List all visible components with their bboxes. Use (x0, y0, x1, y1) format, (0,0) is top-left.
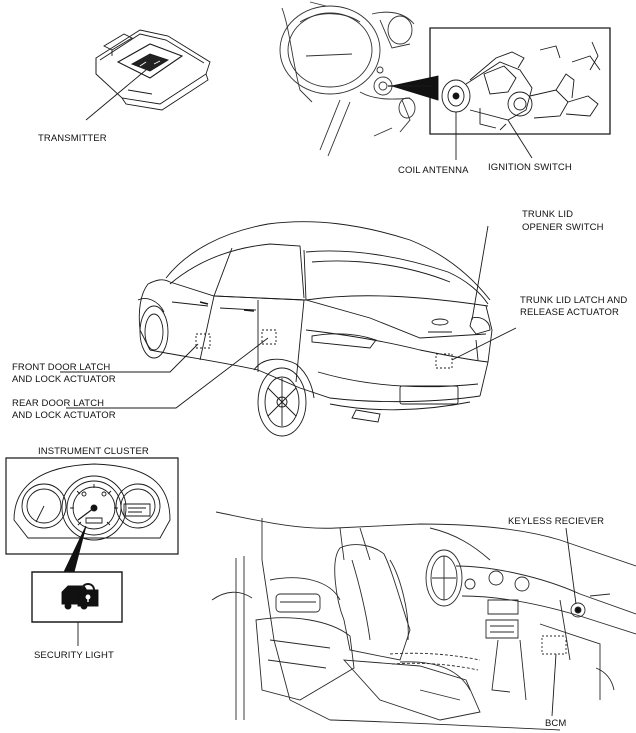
transmitter-key-fob (96, 30, 210, 110)
ignition-switch-label: IGNITION SWITCH (488, 162, 572, 173)
coil-antenna-label: COIL ANTENNA (398, 165, 469, 176)
keyless-receiver-label: KEYLESS RECIEVER (508, 516, 605, 527)
ignition-switch-leader-line (508, 120, 532, 158)
ignition-switch-inset (388, 28, 610, 134)
vehicle-exterior-rear-quarter-view (138, 222, 492, 436)
trunk-lid-opener-switch-label-line1: TRUNK LID (522, 209, 574, 220)
trunk-latch-leader-line (452, 328, 516, 360)
cluster-callout-pointer (64, 526, 86, 572)
trunk-lid-latch-label-line2: RELEASE ACTUATOR (520, 307, 619, 318)
vehicle-interior-cutaway-view (212, 512, 636, 730)
trunk-lid-latch-label-line1: TRUNK LID LATCH AND (520, 295, 628, 306)
bcm-leader-line (552, 654, 556, 716)
transmitter-label: TRANSMITTER (38, 133, 107, 144)
bcm-label: BCM (545, 718, 567, 729)
front-door-leader-line (60, 344, 198, 372)
transmitter-leader-line (86, 70, 146, 120)
keyless-receiver-leader-line (566, 528, 576, 604)
steering-column-sketch (280, 2, 415, 156)
instrument-cluster-label: INSTRUMENT CLUSTER (38, 446, 149, 457)
front-door-latch-label-line1: FRONT DOOR LATCH (12, 362, 111, 373)
trunk-lid-opener-switch-label-line2: OPENER SWITCH (522, 222, 604, 233)
rear-door-latch-label-line2: AND LOCK ACTUATOR (12, 410, 116, 421)
trunk-opener-leader-line (472, 226, 488, 320)
security-light-label: SECURITY LIGHT (34, 650, 114, 661)
security-light-callout (32, 572, 122, 622)
front-door-latch-label-line2: AND LOCK ACTUATOR (12, 374, 116, 385)
rear-door-leader-line (66, 338, 268, 408)
instrument-cluster-panel (6, 458, 178, 554)
rear-door-latch-label-line1: REAR DOOR LATCH (12, 398, 105, 409)
